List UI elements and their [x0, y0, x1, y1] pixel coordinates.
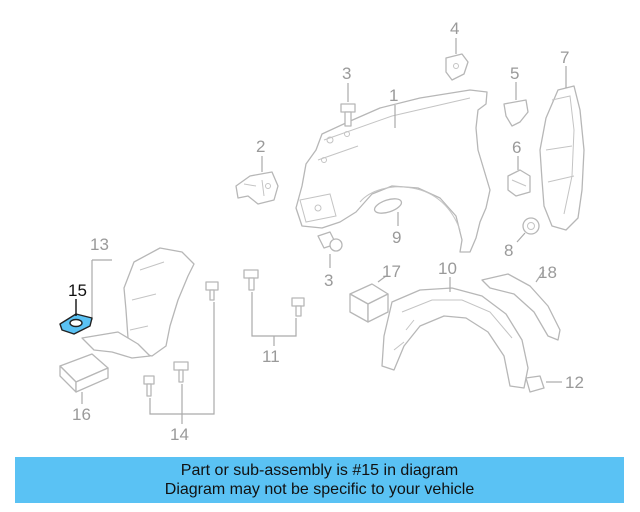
callout-4: 4 — [450, 19, 459, 38]
part-18-shield[interactable] — [481, 273, 561, 341]
callout-6: 6 — [512, 138, 521, 157]
banner-line-2: Diagram may not be specific to your vehi… — [164, 481, 475, 498]
info-banner: Part or sub-assembly is #15 in diagram D… — [15, 457, 624, 503]
part-10-liner[interactable] — [381, 287, 529, 389]
part-11-fasteners[interactable] — [243, 269, 305, 317]
callout-8: 8 — [504, 241, 513, 260]
callout-9: 9 — [392, 228, 401, 247]
callout-7: 7 — [560, 48, 569, 67]
part-1-fender[interactable] — [295, 89, 491, 253]
part-2-bracket[interactable] — [235, 171, 279, 205]
part-6-bracket[interactable] — [507, 169, 531, 197]
callout-3-lower: 3 — [324, 271, 333, 290]
part-8-clip[interactable] — [522, 217, 540, 235]
callout-2: 2 — [256, 137, 265, 156]
callout-15: 15 — [68, 281, 87, 300]
callout-14: 14 — [170, 425, 189, 444]
callout-12: 12 — [565, 373, 584, 392]
callout-1: 1 — [389, 86, 398, 105]
part-14-bolts[interactable] — [143, 281, 219, 397]
part-3-bolt-upper[interactable] — [340, 103, 356, 127]
callout-18: 18 — [538, 263, 557, 282]
part-16-module[interactable] — [59, 353, 109, 393]
callout-16: 16 — [72, 405, 91, 424]
part-15-nut-highlighted[interactable] — [59, 299, 93, 335]
callout-10: 10 — [438, 259, 457, 278]
part-9-grommet[interactable] — [373, 196, 403, 216]
callout-11: 11 — [262, 347, 280, 366]
callout-17: 17 — [382, 262, 401, 281]
callout-3-upper: 3 — [342, 64, 351, 83]
part-13-liner[interactable] — [81, 247, 195, 359]
part-3-bolt-lower[interactable] — [317, 231, 343, 252]
part-17-sensor[interactable] — [349, 283, 389, 323]
part-7-panel[interactable] — [539, 85, 585, 231]
banner-line-1: Part or sub-assembly is #15 in diagram — [180, 462, 459, 479]
part-4-bracket[interactable] — [445, 53, 469, 81]
callout-13: 13 — [90, 235, 109, 254]
callout-5: 5 — [510, 64, 519, 83]
part-12-clip[interactable] — [525, 375, 545, 393]
part-5-bracket[interactable] — [503, 99, 529, 127]
